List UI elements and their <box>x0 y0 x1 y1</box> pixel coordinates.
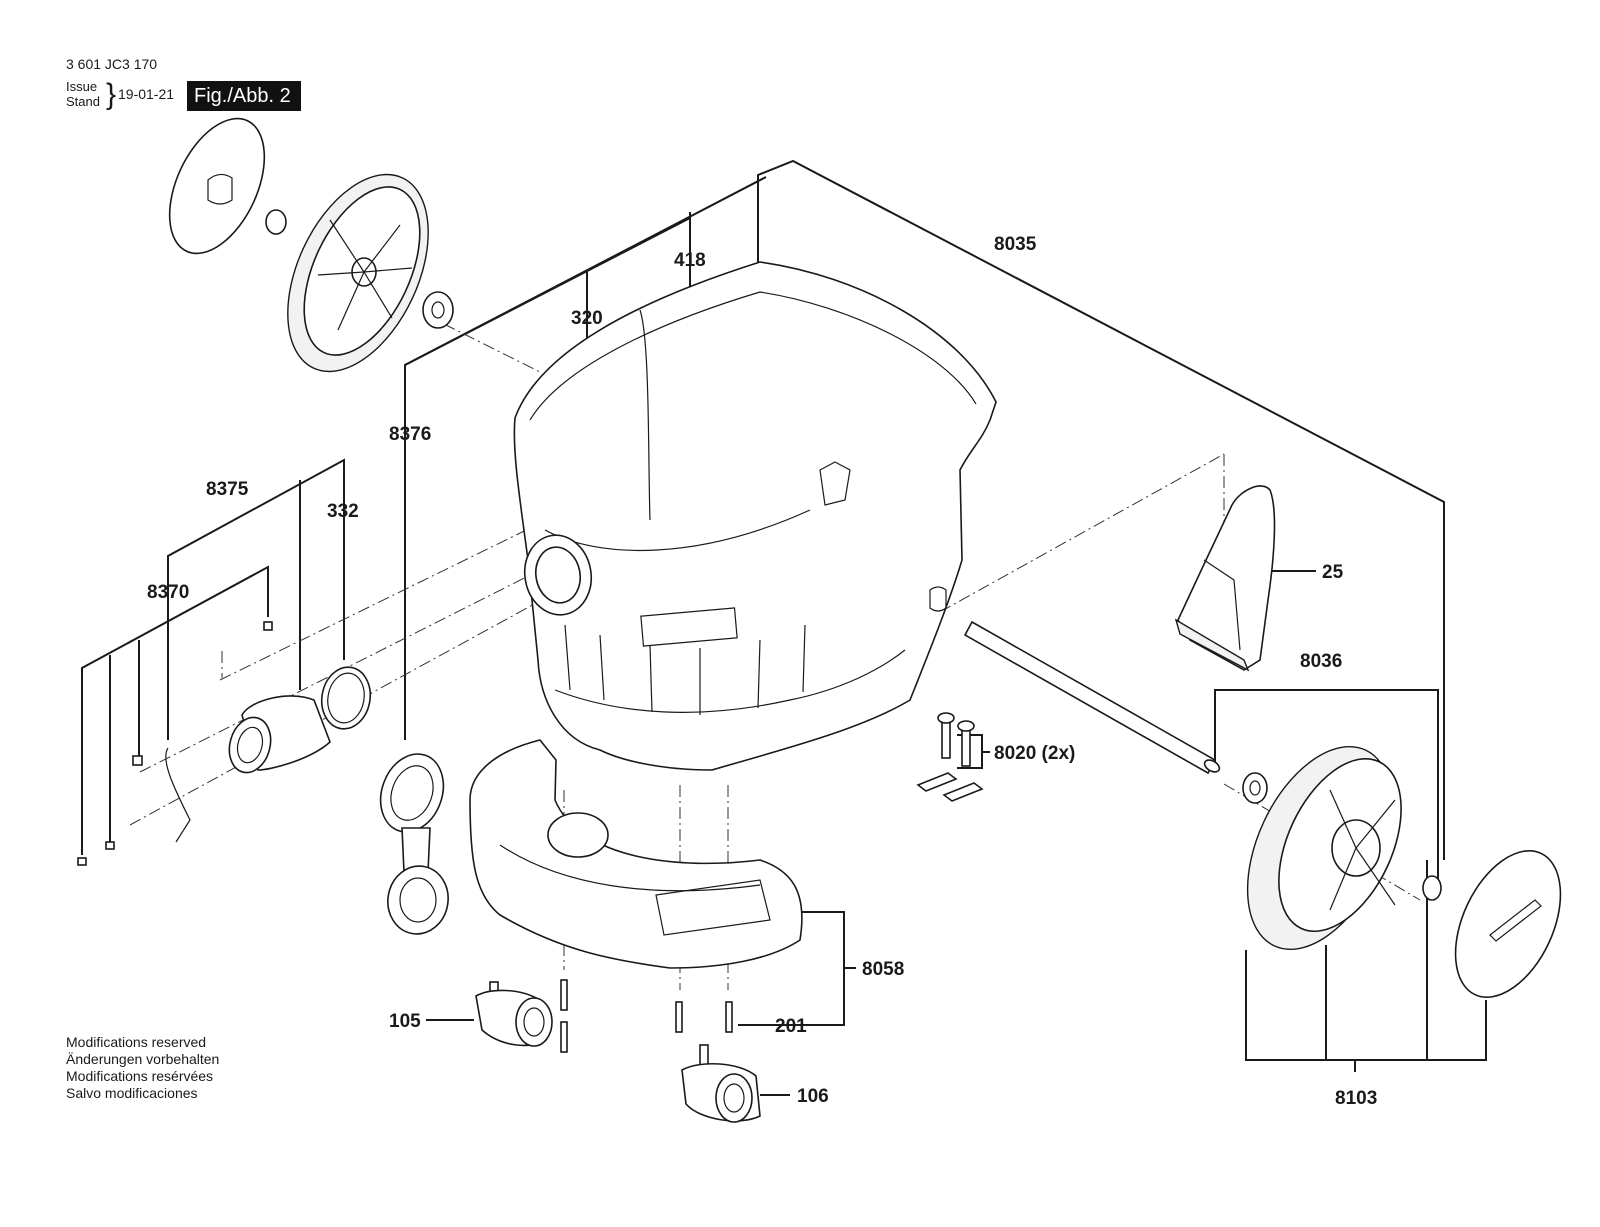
issue-date: 19-01-21 <box>118 86 175 102</box>
seal-ring <box>320 666 372 730</box>
label-201: 201 <box>775 1016 807 1037</box>
hose-connector <box>379 753 449 935</box>
axle <box>963 620 1268 804</box>
label-106: 106 <box>797 1086 829 1107</box>
note-de: Änderungen vorbehalten <box>66 1051 220 1067</box>
note-fr: Modifications resérvées <box>66 1068 214 1084</box>
screws <box>560 979 733 1053</box>
caster-105 <box>475 981 553 1047</box>
note-en: Modifications reserved <box>66 1034 207 1050</box>
latch-part <box>1174 485 1276 672</box>
brace-glyph: } <box>106 78 117 111</box>
label-8103: 8103 <box>1335 1088 1377 1109</box>
wheel-right-assembly <box>1246 745 1562 999</box>
figure-label: Fig./Abb. 2 <box>187 81 301 111</box>
label-8058: 8058 <box>862 959 904 980</box>
label-320: 320 <box>571 308 603 329</box>
caster-106 <box>681 1044 761 1123</box>
screws-and-plates <box>916 712 984 802</box>
label-8370: 8370 <box>147 582 189 603</box>
label-8020: 8020 (2x) <box>994 743 1075 764</box>
leader-lines <box>81 159 1487 1096</box>
note-es: Salvo modificaciones <box>66 1085 198 1101</box>
issue-stand-label: Issue Stand } <box>66 79 116 110</box>
label-8036: 8036 <box>1300 651 1342 672</box>
wheel-left-assembly <box>168 117 454 373</box>
container-body <box>513 261 997 771</box>
label-418: 418 <box>674 250 706 271</box>
label-105: 105 <box>389 1011 421 1032</box>
label-25: 25 <box>1322 562 1344 583</box>
base-frame <box>469 739 803 969</box>
modifications-note: Modifications reserved Änderungen vorbeh… <box>66 1034 219 1102</box>
stand-label: Stand <box>66 94 100 109</box>
issue-label: Issue <box>66 79 98 94</box>
label-8375: 8375 <box>206 479 249 500</box>
socket-sleeve <box>228 695 331 774</box>
clip-and-screws <box>77 621 273 866</box>
label-8035: 8035 <box>994 234 1037 255</box>
document-number: 3 601 JC3 170 <box>66 56 158 72</box>
label-332: 332 <box>327 501 359 522</box>
part-labels: 8035 418 320 8376 8375 332 8370 25 8036 … <box>147 234 1377 1109</box>
label-8376: 8376 <box>389 424 431 445</box>
